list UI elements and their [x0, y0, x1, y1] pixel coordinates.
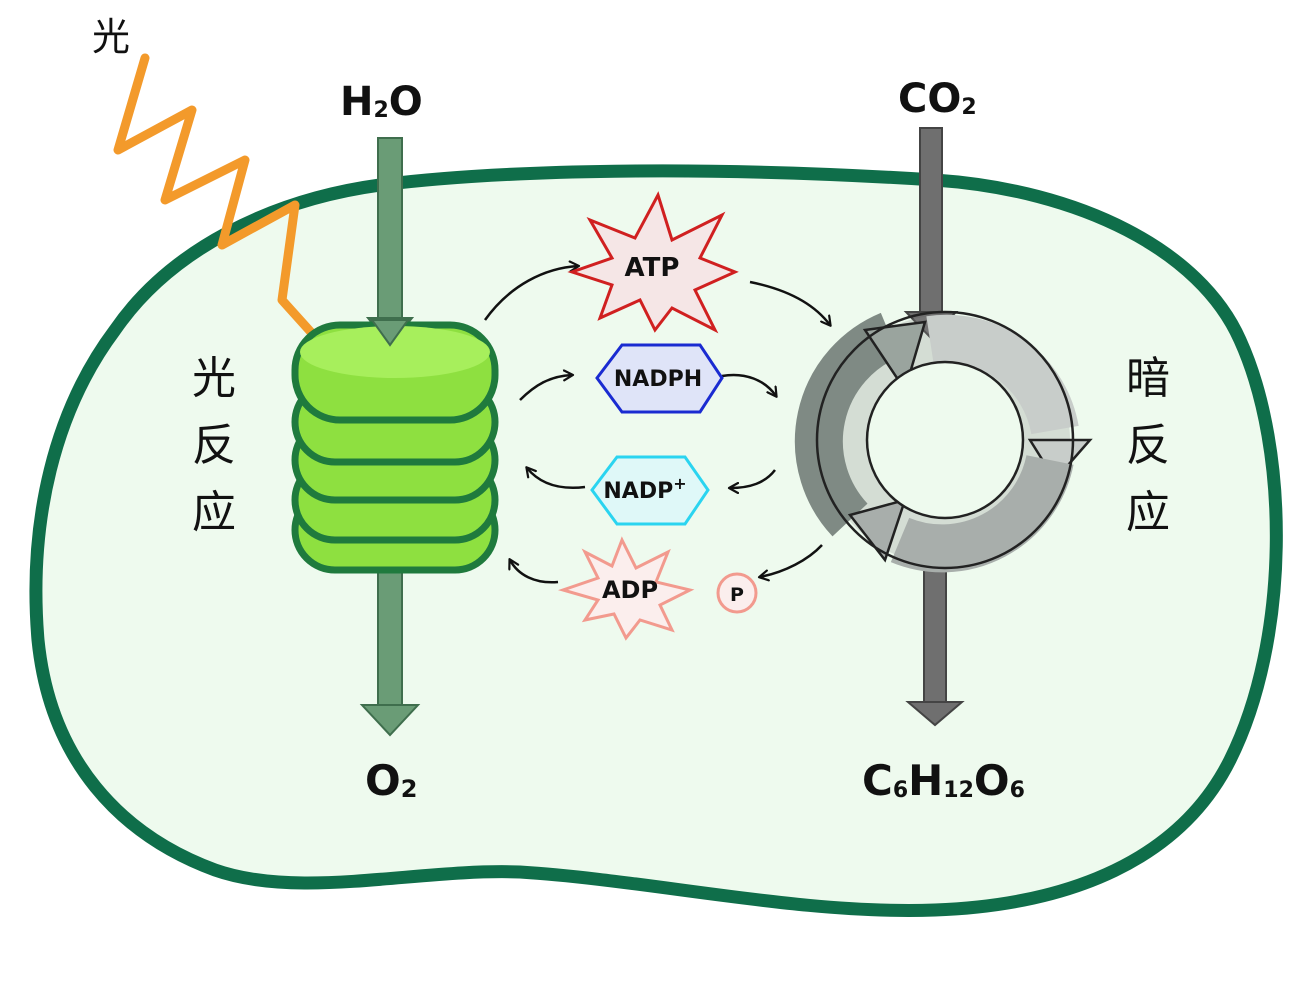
arrow-to-atp — [483, 266, 578, 321]
adp-badge: ADP — [557, 536, 695, 641]
svg-text:反: 反 — [192, 420, 236, 471]
nadp-plus-badge: NADP+ — [590, 455, 710, 526]
thylakoid-stack — [291, 319, 499, 574]
light-label: 光 — [92, 15, 130, 59]
arrow-nadp-to-stack — [527, 468, 586, 489]
light-reaction-label: 光 反 应 — [192, 353, 236, 538]
glucose-label: C6H12O6 — [862, 756, 1025, 805]
atp-badge: ATP — [567, 191, 739, 334]
light-wave-icon — [113, 53, 323, 345]
phosphate-label: P — [730, 584, 744, 606]
o2-label: O2 — [365, 756, 417, 805]
calvin-cycle-icon — [794, 310, 1093, 573]
svg-text:应: 应 — [1126, 487, 1170, 538]
svg-text:暗: 暗 — [1126, 353, 1170, 404]
nadph-label: NADPH — [614, 367, 702, 392]
arrow-cycle-to-pi — [760, 544, 823, 577]
nadp-plus-label: NADP+ — [603, 474, 686, 504]
svg-text:应: 应 — [192, 487, 236, 538]
svg-text:反: 反 — [1126, 420, 1170, 471]
phosphate-badge: P — [716, 572, 758, 614]
arrow-to-nadph — [519, 375, 572, 401]
dark-reaction-label: 暗 反 应 — [1126, 353, 1170, 538]
h2o-label: H2O — [340, 79, 423, 125]
co2-label: CO2 — [898, 76, 977, 122]
arrow-nadph-to-cycle — [721, 373, 776, 396]
nadph-badge: NADPH — [595, 343, 724, 414]
glucose-arrow — [905, 559, 965, 727]
arrow-adp-to-stack — [510, 560, 559, 584]
arrow-atp-to-cycle — [749, 280, 830, 325]
thylakoid-disc — [291, 321, 499, 424]
connector-arrows — [483, 266, 830, 584]
arrow-cycle-to-nadp — [730, 469, 776, 488]
adp-label: ADP — [602, 576, 658, 604]
atp-label: ATP — [625, 253, 680, 283]
svg-text:光: 光 — [192, 353, 236, 404]
